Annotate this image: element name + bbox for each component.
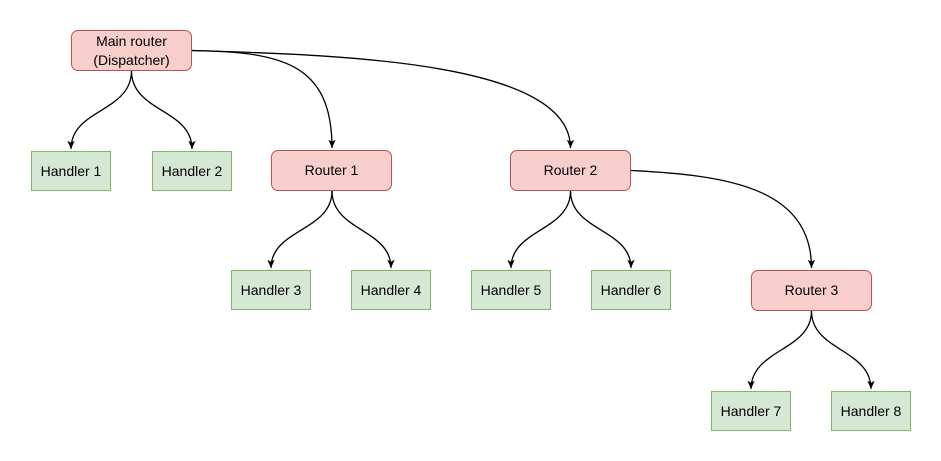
edge-router-2-to-handler-5 [507, 190, 572, 269]
edge-router-2-to-handler-6 [569, 190, 635, 269]
edge-router-3-to-handler-8 [810, 310, 875, 390]
node-handler-6: Handler 6 [591, 270, 671, 310]
node-handler-3: Handler 3 [231, 270, 311, 310]
edge-main-router-to-handler-2 [130, 70, 196, 150]
node-handler-5: Handler 5 [471, 270, 551, 310]
edge-router-1-to-handler-3 [267, 190, 333, 269]
edge-main-router-to-router-1 [191, 49, 336, 149]
node-router-3: Router 3 [751, 270, 872, 311]
edge-main-router-to-handler-1 [67, 70, 133, 150]
edge-router-1-to-handler-4 [331, 190, 395, 269]
node-handler-7: Handler 7 [711, 391, 791, 431]
node-handler-2: Handler 2 [152, 151, 232, 191]
node-handler-8: Handler 8 [831, 391, 911, 431]
node-main-router: Main router (Dispatcher) [71, 30, 192, 71]
edge-router-3-to-handler-7 [747, 310, 813, 390]
node-router-2: Router 2 [510, 150, 631, 191]
node-router-1: Router 1 [271, 150, 392, 191]
edge-main-router-to-router-2 [191, 49, 575, 149]
edge-router-2-to-router-3 [630, 169, 816, 269]
node-handler-4: Handler 4 [351, 270, 431, 310]
node-handler-1: Handler 1 [31, 151, 111, 191]
